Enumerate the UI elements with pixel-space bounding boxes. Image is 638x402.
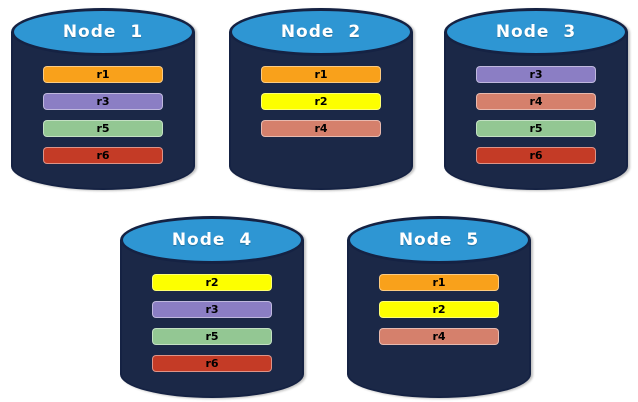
replica-list: r1 r2 r4 bbox=[261, 66, 381, 137]
replica-bar: r6 bbox=[476, 147, 596, 164]
replica-label: r3 bbox=[529, 68, 543, 81]
cylinder-top: Node 5 bbox=[347, 216, 531, 264]
replica-bar: r6 bbox=[152, 355, 272, 372]
replica-bar: r4 bbox=[476, 93, 596, 110]
replica-bar: r5 bbox=[152, 328, 272, 345]
replica-label: r2 bbox=[205, 276, 219, 289]
replica-label: r1 bbox=[432, 276, 446, 289]
replica-label: r5 bbox=[96, 122, 110, 135]
replica-bar: r1 bbox=[261, 66, 381, 83]
node-cylinder: Node 4 r2 r3 r5 r6 bbox=[120, 216, 304, 398]
replica-bar: r3 bbox=[152, 301, 272, 318]
replica-bar: r2 bbox=[152, 274, 272, 291]
replica-bar: r4 bbox=[379, 328, 499, 345]
node-title: Node 5 bbox=[398, 230, 480, 250]
replica-list: r1 r3 r5 r6 bbox=[43, 66, 163, 164]
cylinder-body bbox=[347, 240, 531, 398]
cylinder-top: Node 1 bbox=[11, 8, 195, 56]
replica-label: r3 bbox=[205, 303, 219, 316]
replica-label: r6 bbox=[529, 149, 543, 162]
replica-label: r4 bbox=[432, 330, 446, 343]
replica-label: r6 bbox=[205, 357, 219, 370]
replica-list: r2 r3 r5 r6 bbox=[152, 274, 272, 372]
replica-label: r6 bbox=[96, 149, 110, 162]
replica-bar: r4 bbox=[261, 120, 381, 137]
replica-bar: r2 bbox=[379, 301, 499, 318]
replica-label: r5 bbox=[205, 330, 219, 343]
replica-list: r1 r2 r4 bbox=[379, 274, 499, 345]
node-title: Node 1 bbox=[62, 22, 144, 42]
replica-bar: r1 bbox=[379, 274, 499, 291]
replica-label: r4 bbox=[529, 95, 543, 108]
cylinder-body bbox=[229, 32, 413, 190]
node-title: Node 4 bbox=[171, 230, 253, 250]
cylinder-top: Node 4 bbox=[120, 216, 304, 264]
node-title: Node 2 bbox=[280, 22, 362, 42]
replica-bar: r2 bbox=[261, 93, 381, 110]
replica-label: r2 bbox=[314, 95, 328, 108]
replica-bar: r1 bbox=[43, 66, 163, 83]
replica-label: r4 bbox=[314, 122, 328, 135]
replica-bar: r3 bbox=[476, 66, 596, 83]
replica-bar: r5 bbox=[43, 120, 163, 137]
replica-label: r5 bbox=[529, 122, 543, 135]
node-cylinder: Node 1 r1 r3 r5 r6 bbox=[11, 8, 195, 190]
cylinder-body bbox=[444, 32, 628, 190]
node-cylinder: Node 2 r1 r2 r4 bbox=[229, 8, 413, 190]
replica-bar: r3 bbox=[43, 93, 163, 110]
replica-label: r2 bbox=[432, 303, 446, 316]
replica-bar: r6 bbox=[43, 147, 163, 164]
node-cylinder: Node 3 r3 r4 r5 r6 bbox=[444, 8, 628, 190]
cylinder-top: Node 2 bbox=[229, 8, 413, 56]
replica-bar: r5 bbox=[476, 120, 596, 137]
replica-label: r3 bbox=[96, 95, 110, 108]
replica-list: r3 r4 r5 r6 bbox=[476, 66, 596, 164]
node-cylinder: Node 5 r1 r2 r4 bbox=[347, 216, 531, 398]
cylinder-top: Node 3 bbox=[444, 8, 628, 56]
replica-label: r1 bbox=[314, 68, 328, 81]
replica-label: r1 bbox=[96, 68, 110, 81]
node-title: Node 3 bbox=[495, 22, 577, 42]
